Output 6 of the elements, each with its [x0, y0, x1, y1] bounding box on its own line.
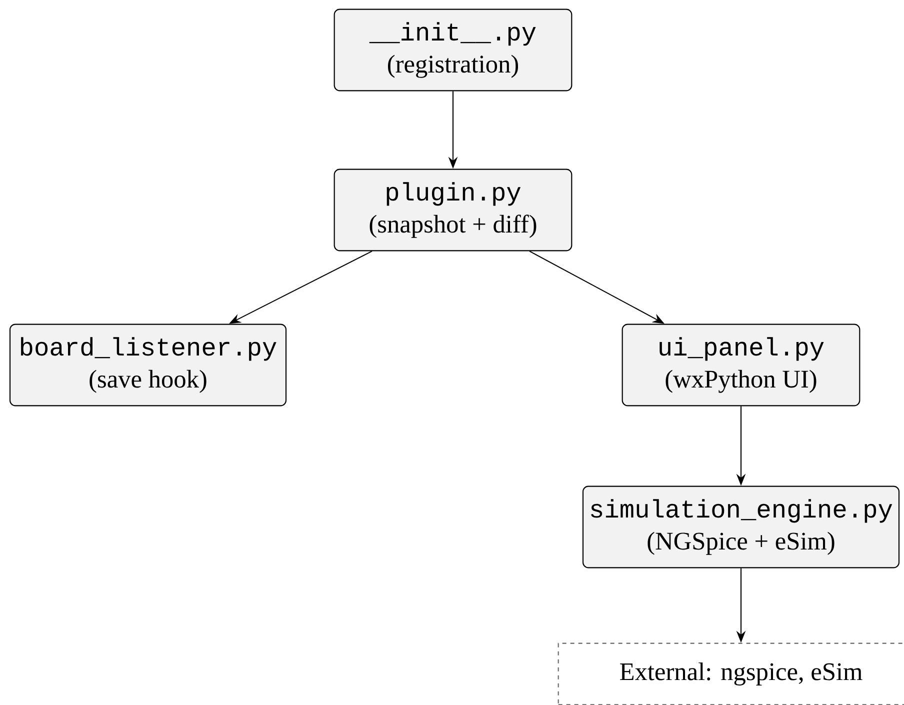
process-box: __init__.py (registration) [334, 8, 572, 92]
process-box: simulation_engine.py (NGSpice + eSim) [582, 486, 900, 568]
process-box: plugin.py (snapshot + diff) [334, 168, 572, 252]
external-box: External: ngspice, eSim [558, 642, 904, 705]
process-box: ui_panel.py (wxPython UI) [622, 324, 860, 406]
process-box: board_listener.py (save hook) [9, 324, 287, 406]
